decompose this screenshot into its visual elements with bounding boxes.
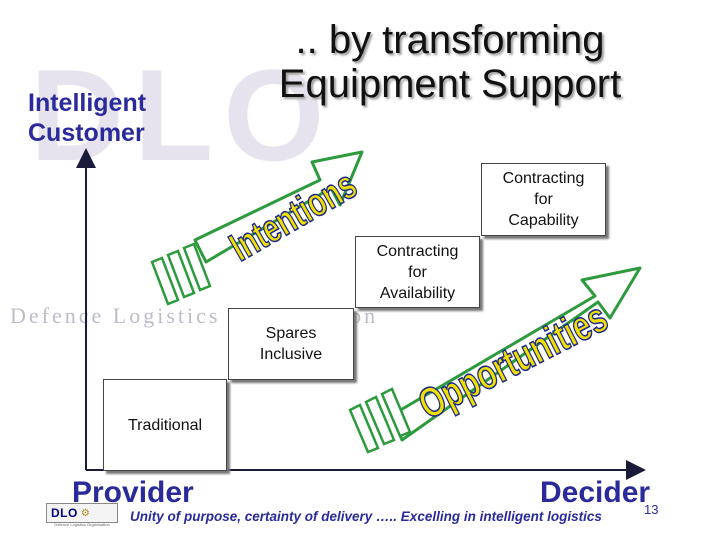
y-axis-label-line-2: Customer [28,119,145,147]
footer-tagline: Unity of purpose, certainty of delivery … [130,509,602,524]
opportunities-tail-bar-2 [364,395,396,446]
step-box-traditional: Traditional [103,379,227,471]
step-label: for [408,263,427,281]
slide-number: 13 [644,502,659,517]
step-label: Contracting [502,170,585,187]
intentions-arrow [150,150,364,306]
opportunities-arrow-shape [390,266,642,442]
x-axis-right-label: Decider [540,476,651,509]
title-line-2: Equipment Support [278,62,622,106]
emblem-icon: ⚙ [80,507,90,519]
y-axis-label-line-1: Intelligent [28,89,147,117]
slide-title: .. by transforming Equipment Support [250,18,650,106]
intentions-arrow-shape [193,150,364,264]
step-label: Traditional [127,416,203,434]
step-label: Capability [508,212,579,229]
intentions-tail-bar-2 [166,249,196,299]
opportunities-label: Opportunities [411,293,615,428]
dlo-logo: DLO ⚙ [46,503,118,523]
opportunities-tail-bar-3 [380,387,412,438]
step-label: Contracting [376,242,459,260]
step-label: Spares [265,325,317,342]
step-box-contracting-capability: Contracting for Capability [481,163,606,236]
opportunities-arrow [348,266,642,454]
title-line-1: .. by transforming [295,18,605,62]
opportunities-tail-bar-1 [348,403,380,454]
y-axis-label: Intelligent Customer [28,88,146,148]
intentions-tail-bar-3 [182,242,212,292]
step-box-spares-inclusive: Spares Inclusive [228,308,354,380]
step-label: Inclusive [259,346,323,363]
logo-text: DLO [51,506,78,520]
step-label: for [534,191,553,208]
step-box-contracting-availability: Contracting for Availability [355,236,480,308]
intentions-tail-bar-1 [150,256,180,306]
logo-subtext: Defence Logistics Organisation [54,522,110,527]
step-label: Availability [379,284,456,302]
